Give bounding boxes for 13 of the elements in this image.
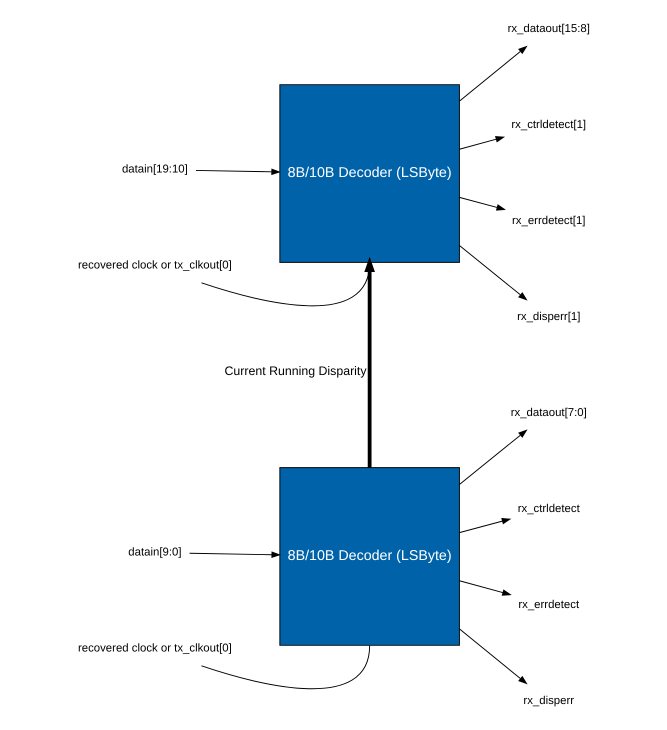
node-text: recovered clock or tx_clkout[0] (77, 642, 232, 655)
node-text: rx_dataout[7:0] (510, 406, 586, 419)
node-text: rx_dataout[15:8] (507, 23, 590, 36)
node-text: datain[9:0] (128, 546, 181, 559)
node-text: rx_errdetect[1] (512, 214, 585, 227)
node-text: rx_disperr (522, 694, 574, 707)
node-text: datain[19:10] (121, 164, 188, 176)
node-text: rx_ctrldetect (517, 502, 580, 515)
node-text: rx_errdetect (518, 598, 579, 611)
edge-label: Current Running Disparity (224, 364, 366, 378)
node-text: recovered clock or tx_clkout[0] (77, 260, 232, 272)
node-text: rx_ctrldetect[1] (510, 119, 586, 132)
node-text: rx_disperr[1] (516, 310, 580, 323)
